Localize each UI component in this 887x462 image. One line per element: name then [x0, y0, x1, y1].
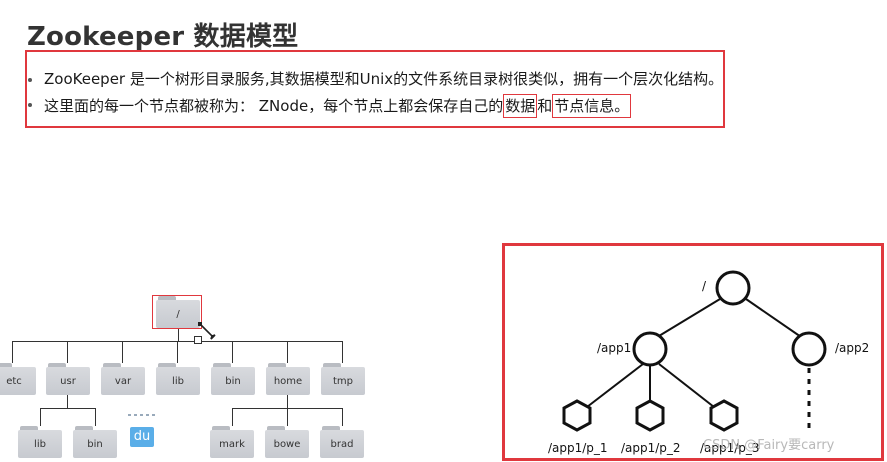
pen-cursor-icon	[198, 322, 216, 340]
folder-label: home	[273, 376, 303, 387]
znode-label-p2: /app1/p_2	[621, 441, 681, 455]
folder-label: lib	[34, 439, 46, 450]
znode-label-root: /	[702, 279, 707, 293]
folder-bin[interactable]: bin	[211, 363, 255, 395]
tree-connector	[177, 341, 178, 363]
tree-connector	[122, 341, 123, 363]
folder-label: bowe	[273, 439, 301, 450]
znode-label-p1: /app1/p_1	[548, 441, 608, 455]
tree-connector	[342, 408, 343, 426]
znode-app2	[791, 331, 827, 367]
folder-lib[interactable]: lib	[156, 363, 200, 395]
folder-label: bin	[225, 376, 241, 387]
znode-label-app1: /app1	[597, 341, 632, 355]
edge	[745, 298, 805, 340]
folder-home-mark[interactable]: mark	[210, 426, 254, 458]
tree-connector	[232, 341, 233, 363]
folder-label: mark	[219, 439, 245, 450]
folder-label: bin	[87, 439, 103, 450]
znode-label-p3: /app1/p_3	[700, 441, 760, 455]
description-line-2: 这里面的每一个节点都被称为： ZNode，每个节点上都会保存自己的数据和节点信息…	[44, 94, 632, 118]
description-line-2-mid: 和	[537, 97, 553, 115]
folder-label: tmp	[332, 376, 353, 387]
znode-app1	[632, 331, 668, 367]
edge	[653, 298, 721, 340]
tree-connector	[342, 341, 343, 363]
folder-usr[interactable]: usr	[46, 363, 90, 395]
edge	[658, 363, 715, 408]
tree-connector	[40, 408, 41, 426]
folder-label: usr	[60, 376, 76, 387]
folder-label: var	[114, 376, 132, 387]
folder-var[interactable]: var	[101, 363, 145, 395]
folder-tmp[interactable]: tmp	[321, 363, 365, 395]
tree-connector	[95, 408, 96, 426]
root-selection-box	[152, 295, 202, 329]
page-title: Zookeeper 数据模型	[27, 22, 299, 52]
folder-home-bowe[interactable]: bowe	[265, 426, 309, 458]
folder-home[interactable]: home	[266, 363, 310, 395]
folder-home-brad[interactable]: brad	[320, 426, 364, 458]
znode-root	[715, 270, 751, 306]
folder-usr-lib[interactable]: lib	[18, 426, 62, 458]
highlight-node-info: 节点信息。	[552, 94, 632, 118]
tree-connector	[12, 341, 13, 363]
tree-connector	[67, 394, 68, 408]
description-line-2-prefix: 这里面的每一个节点都被称为： ZNode，每个节点上都会保存自己的	[44, 97, 504, 115]
znode-label-app2: /app2	[835, 341, 870, 355]
bullet-dot	[28, 103, 32, 107]
edge	[586, 363, 644, 408]
folder-root[interactable]: /	[156, 296, 200, 328]
folder-label: etc	[6, 376, 22, 387]
znode-tree-diagram	[562, 270, 827, 432]
folder-label: brad	[330, 439, 354, 450]
highlight-data: 数据	[503, 94, 538, 118]
tree-connector	[287, 341, 288, 363]
bullet-dot	[28, 78, 32, 82]
folder-etc[interactable]: etc	[0, 363, 36, 395]
tree-connector	[67, 341, 68, 363]
drag-dots	[128, 414, 158, 416]
tree-connector	[287, 394, 288, 408]
du-app-icon[interactable]: du	[130, 427, 154, 447]
znode-p2-hexagon	[635, 399, 665, 432]
znode-p1-hexagon	[562, 399, 592, 432]
description-box	[25, 50, 725, 128]
tree-connector	[287, 408, 288, 426]
folder-usr-bin[interactable]: bin	[73, 426, 117, 458]
watermark: CSDN @Fairy要carry	[703, 438, 835, 453]
selection-handle	[194, 336, 202, 344]
description-line-1: ZooKeeper 是一个树形目录服务,其数据模型和Unix的文件系统目录树很类…	[44, 70, 724, 88]
folder-label: /	[176, 309, 180, 320]
tree-connector	[232, 408, 233, 426]
znode-p3-hexagon	[709, 399, 739, 432]
tree-connector	[40, 408, 95, 409]
folder-label: lib	[172, 376, 184, 387]
tree-connector	[178, 327, 179, 341]
